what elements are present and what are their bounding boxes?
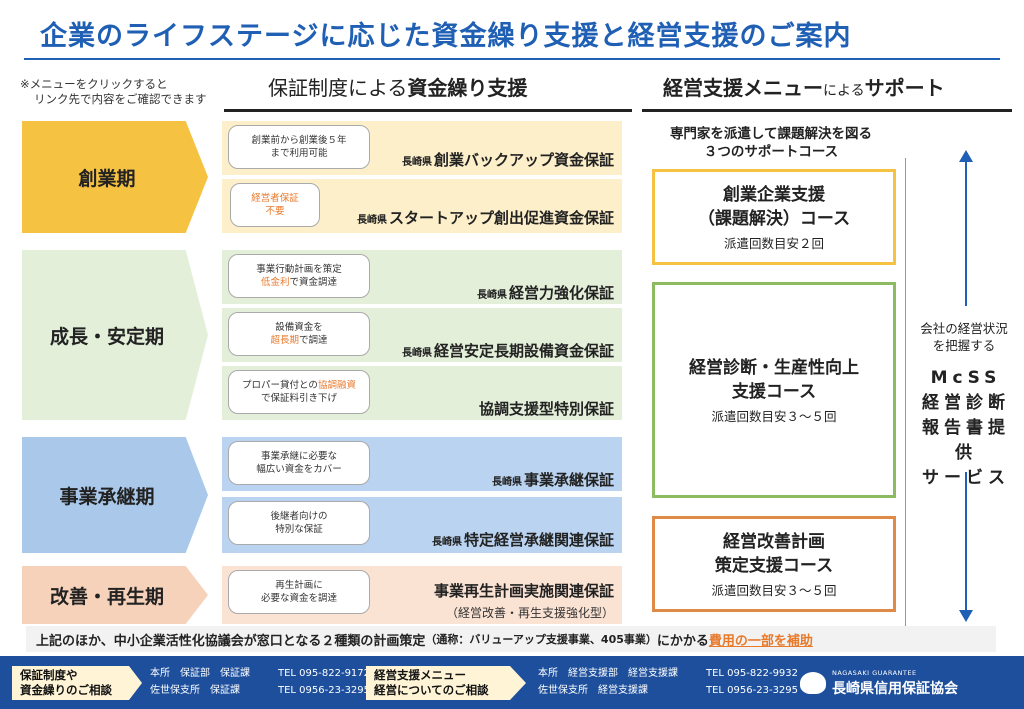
footer-tel-mgmt: TEL 095-822-9932 TEL 0956-23-3295 — [706, 668, 799, 696]
feature-badge: 設備資金を超長期で調達 — [228, 312, 370, 356]
program-sogyo-backup[interactable]: 創業前から創業後５年まで利用可能 長崎県創業バックアップ資金保証 — [222, 121, 622, 175]
mcss-service[interactable]: McSS 経営診断 報告書提供 サービス — [922, 368, 1010, 488]
feature-badge: 事業承継に必要な幅広い資金をカバー — [228, 441, 370, 485]
program-tokutei-shokei[interactable]: 後継者向けの特別な保証 長崎県特定経営承継関連保証 — [222, 497, 622, 553]
footer-office-guarantee: 本所 保証部 保証課 佐世保支所 保証課 — [150, 668, 250, 696]
program-subname: （経営改善・再生支援強化型） — [445, 606, 614, 620]
arrow-down-icon — [959, 610, 973, 622]
program-name: 長崎県スタートアップ創出促進資金保証 — [356, 209, 614, 227]
program-name: 協調支援型特別保証 — [478, 400, 614, 418]
stage-growth[interactable]: 成長・安定期 — [22, 250, 208, 420]
feature-badge: 事業行動計画を策定低金利で資金調達 — [228, 254, 370, 298]
stage-recovery[interactable]: 改善・再生期 — [22, 566, 208, 624]
course-startup[interactable]: 創業企業支援 （課題解決）コース 派遣回数目安２回 — [652, 169, 896, 265]
mgmt-heading: 専門家を派遣して課題解決を図る ３つのサポートコース — [669, 126, 873, 160]
arrow-line-bottom — [965, 472, 967, 614]
program-shokei[interactable]: 事業承継に必要な幅広い資金をカバー 長崎県事業承継保証 — [222, 437, 622, 491]
course-diagnosis[interactable]: 経営診断・生産性向上 支援コース 派遣回数目安３～５回 — [652, 282, 896, 498]
association-logo: NAGASAKI GUARANTEE 長崎県信用保証協会 — [800, 669, 1010, 699]
course-improvement[interactable]: 経営改善計画 策定支援コース 派遣回数目安３～５回 — [652, 516, 896, 612]
click-note: ※メニューをクリックすると リンク先で内容をご確認できます — [20, 77, 207, 106]
header-mgmt-support: 経営支援メニューによるサポート — [663, 76, 945, 100]
stage-founding[interactable]: 創業期 — [22, 121, 208, 233]
program-setsubi[interactable]: 設備資金を超長期で調達 長崎県経営安定長期設備資金保証 — [222, 308, 622, 362]
page-title: 企業のライフステージに応じた資金繰り支援と経営支援のご案内 — [40, 21, 852, 52]
arrow-line-top — [965, 160, 967, 306]
feature-badge: 再生計画に必要な資金を調達 — [228, 570, 370, 614]
header-left-underline — [224, 109, 632, 112]
program-name: 長崎県特定経営承継関連保証 — [431, 531, 614, 549]
stage-succession[interactable]: 事業承継期 — [22, 437, 208, 553]
header-right-underline — [642, 109, 1012, 112]
feature-badge: プロパー貸付との協調融資で保証料引き下げ — [228, 370, 370, 414]
program-name: 事業再生計画実施関連保証 — [433, 582, 614, 600]
mgmt-status-text: 会社の経営状況 を把握する — [920, 321, 1008, 353]
footer: 保証制度や 資金繰りのご相談 本所 保証部 保証課 佐世保支所 保証課 TEL … — [0, 656, 1024, 709]
arrow-up-icon — [959, 150, 973, 162]
program-name: 長崎県経営安定長期設備資金保証 — [401, 342, 614, 360]
subsidy-link[interactable]: 費用の一部を補助 — [708, 633, 813, 649]
mgmt-frame — [636, 158, 906, 628]
footer-office-mgmt: 本所 経営支援部 経営支援課 佐世保支所 経営支援課 — [538, 668, 678, 696]
program-keiei-ryoku[interactable]: 事業行動計画を策定低金利で資金調達 長崎県経営力強化保証 — [222, 250, 622, 304]
footer-chip-mgmt: 経営支援メニュー 経営についてのご相談 — [366, 666, 526, 700]
program-kyocho[interactable]: プロパー貸付との協調融資で保証料引き下げ 協調支援型特別保証 — [222, 366, 622, 420]
feature-badge: 創業前から創業後５年まで利用可能 — [228, 125, 370, 169]
bottom-note: 上記のほか、中小企業活性化協議会が窓口となる２種類の計画策定（通称：バリューアッ… — [26, 626, 996, 652]
header-funding-support: 保証制度による資金繰り支援 — [268, 76, 528, 100]
program-name: 長崎県経営力強化保証 — [476, 284, 614, 302]
title-underline — [24, 58, 1000, 60]
program-name: 長崎県事業承継保証 — [491, 471, 614, 489]
program-startup[interactable]: 経営者保証不要 長崎県スタートアップ創出促進資金保証 — [222, 179, 622, 233]
program-saisei[interactable]: 再生計画に必要な資金を調達 事業再生計画実施関連保証 （経営改善・再生支援強化型… — [222, 566, 622, 624]
program-name: 長崎県創業バックアップ資金保証 — [401, 151, 614, 169]
feature-badge: 経営者保証不要 — [230, 183, 320, 227]
footer-chip-guarantee: 保証制度や 資金繰りのご相談 — [12, 666, 142, 700]
footer-tel-guarantee: TEL 095-822-9172 TEL 0956-23-3295 — [278, 668, 371, 696]
logo-mark-icon — [800, 672, 826, 694]
feature-badge: 後継者向けの特別な保証 — [228, 501, 370, 545]
